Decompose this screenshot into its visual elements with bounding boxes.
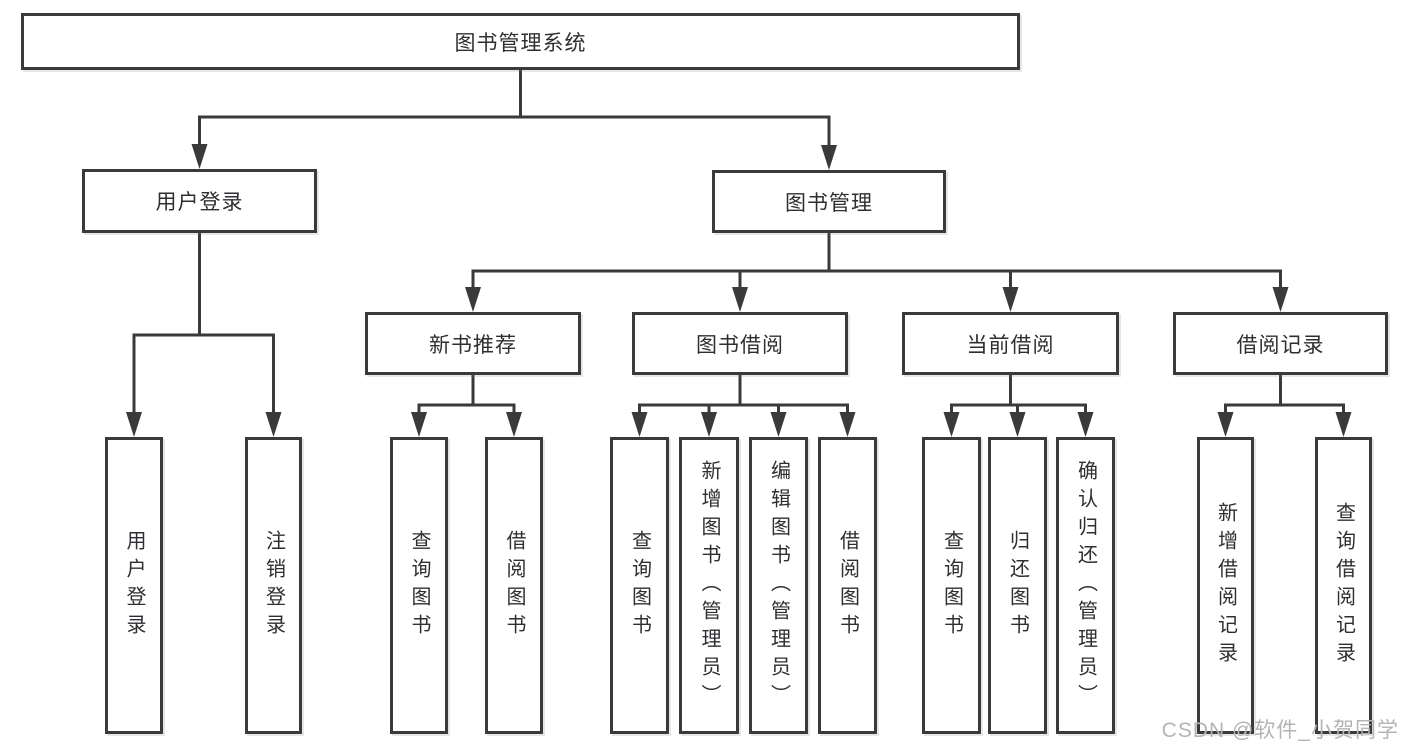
watermark: CSDN @软件_小贺同学 bbox=[1161, 719, 1399, 742]
arrowhead-icon bbox=[1002, 287, 1019, 312]
node-label: 借阅图书 bbox=[503, 529, 525, 642]
diagram-node-cb-confirm: 确认归还（管理员） bbox=[1056, 437, 1115, 734]
arrowhead-icon bbox=[1077, 412, 1094, 437]
diagram-node-new-book-rec: 新书推荐 bbox=[365, 312, 581, 375]
arrowhead-icon bbox=[1009, 412, 1026, 437]
arrowhead-icon bbox=[701, 412, 717, 437]
diagram-node-login: 用户登录 bbox=[105, 437, 163, 734]
arrowhead-icon bbox=[1272, 287, 1289, 312]
arrowhead-icon bbox=[732, 287, 748, 312]
arrowhead-icon bbox=[821, 145, 837, 170]
node-label: 编辑图书（管理员） bbox=[767, 459, 790, 712]
arrowhead-icon bbox=[1217, 412, 1234, 437]
node-label: 新书推荐 bbox=[429, 333, 517, 357]
diagram-node-br-add: 新增借阅记录 bbox=[1197, 437, 1254, 734]
diagram-node-current-borrow: 当前借阅 bbox=[902, 312, 1119, 375]
diagram-node-br-query: 查询借阅记录 bbox=[1315, 437, 1372, 734]
diagram-node-logout: 注销登录 bbox=[245, 437, 302, 734]
node-label: 图书管理 bbox=[785, 191, 873, 215]
diagram-node-borrow-records: 借阅记录 bbox=[1173, 312, 1388, 375]
arrowhead-icon bbox=[506, 412, 522, 437]
diagram-node-bb-edit: 编辑图书（管理员） bbox=[749, 437, 808, 734]
diagram-node-root: 图书管理系统 bbox=[21, 13, 1020, 70]
node-label: 查询借阅记录 bbox=[1332, 501, 1355, 670]
arrowhead-icon bbox=[631, 412, 648, 437]
node-label: 图书借阅 bbox=[696, 333, 784, 357]
diagram-node-user-login: 用户登录 bbox=[82, 169, 317, 233]
diagram-node-cb-return: 归还图书 bbox=[988, 437, 1047, 734]
node-label: 借阅图书 bbox=[836, 529, 859, 642]
node-label: 确认归还（管理员） bbox=[1074, 459, 1097, 712]
diagram-node-cb-query: 查询图书 bbox=[922, 437, 981, 734]
arrowhead-icon bbox=[126, 412, 142, 437]
diagram-node-book-mgmt: 图书管理 bbox=[712, 170, 946, 233]
arrowhead-icon bbox=[839, 412, 856, 437]
node-label: 借阅记录 bbox=[1236, 333, 1325, 357]
node-label: 归还图书 bbox=[1006, 529, 1029, 642]
diagram-node-bb-add: 新增图书（管理员） bbox=[679, 437, 739, 734]
diagram-node-nb-query: 查询图书 bbox=[390, 437, 448, 734]
arrowhead-icon bbox=[465, 287, 481, 312]
node-label: 查询图书 bbox=[628, 529, 651, 642]
node-label: 用户登录 bbox=[155, 191, 244, 214]
arrowhead-icon bbox=[1335, 412, 1352, 437]
arrowhead-icon bbox=[265, 412, 282, 437]
node-label: 新增图书（管理员） bbox=[698, 459, 720, 712]
node-label: 当前借阅 bbox=[966, 333, 1055, 357]
node-label: 新增借阅记录 bbox=[1214, 501, 1237, 670]
arrowhead-icon bbox=[770, 412, 787, 437]
arrowhead-icon bbox=[943, 412, 960, 437]
node-label: 查询图书 bbox=[408, 529, 430, 642]
node-label: 注销登录 bbox=[262, 529, 285, 642]
arrowhead-icon bbox=[191, 144, 208, 169]
diagram-node-nb-borrow: 借阅图书 bbox=[485, 437, 543, 734]
arrowhead-icon bbox=[411, 412, 427, 437]
diagram-node-book-borrow: 图书借阅 bbox=[632, 312, 848, 375]
node-label: 用户登录 bbox=[123, 529, 145, 642]
node-label: 图书管理系统 bbox=[454, 31, 587, 55]
diagram-node-bb-query: 查询图书 bbox=[610, 437, 669, 734]
node-label: 查询图书 bbox=[940, 529, 963, 642]
diagram-node-bb-borrow: 借阅图书 bbox=[818, 437, 877, 734]
